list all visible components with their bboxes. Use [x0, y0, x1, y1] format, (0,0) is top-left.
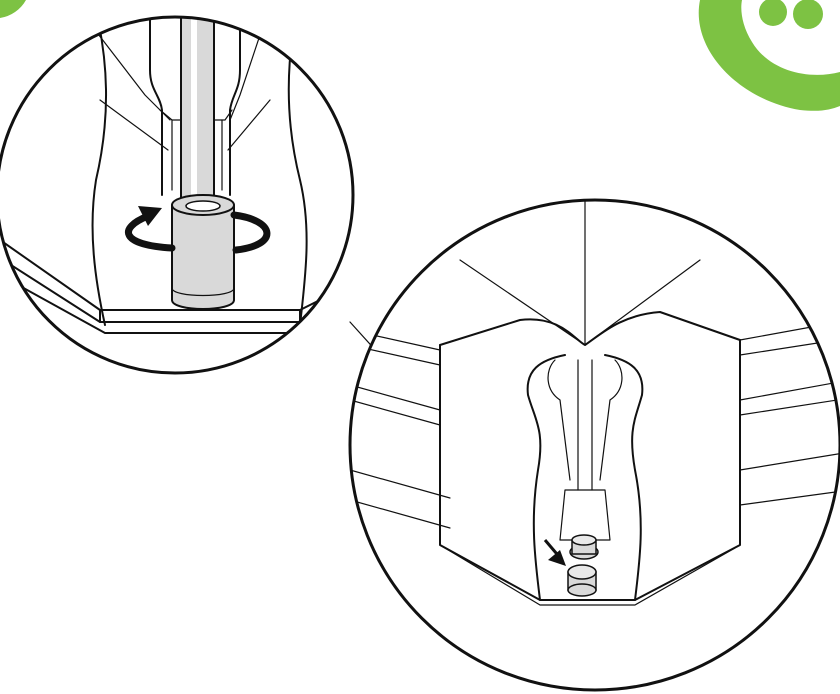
insert-arrow-icon: [543, 539, 566, 566]
corner-bracket: [526, 354, 644, 601]
wrench-shaft: [180, 17, 215, 211]
bolt-upper: [569, 534, 599, 560]
frame-rails: [350, 200, 840, 606]
green-badge-icon: [0, 0, 840, 111]
detail-circle-bottom: [348, 198, 840, 692]
bolt-lower: [567, 564, 597, 597]
detail-circle-top: [0, 15, 355, 375]
socket-nut: [171, 194, 235, 310]
clockwise-rotation-arrow-icon: [125, 206, 271, 254]
